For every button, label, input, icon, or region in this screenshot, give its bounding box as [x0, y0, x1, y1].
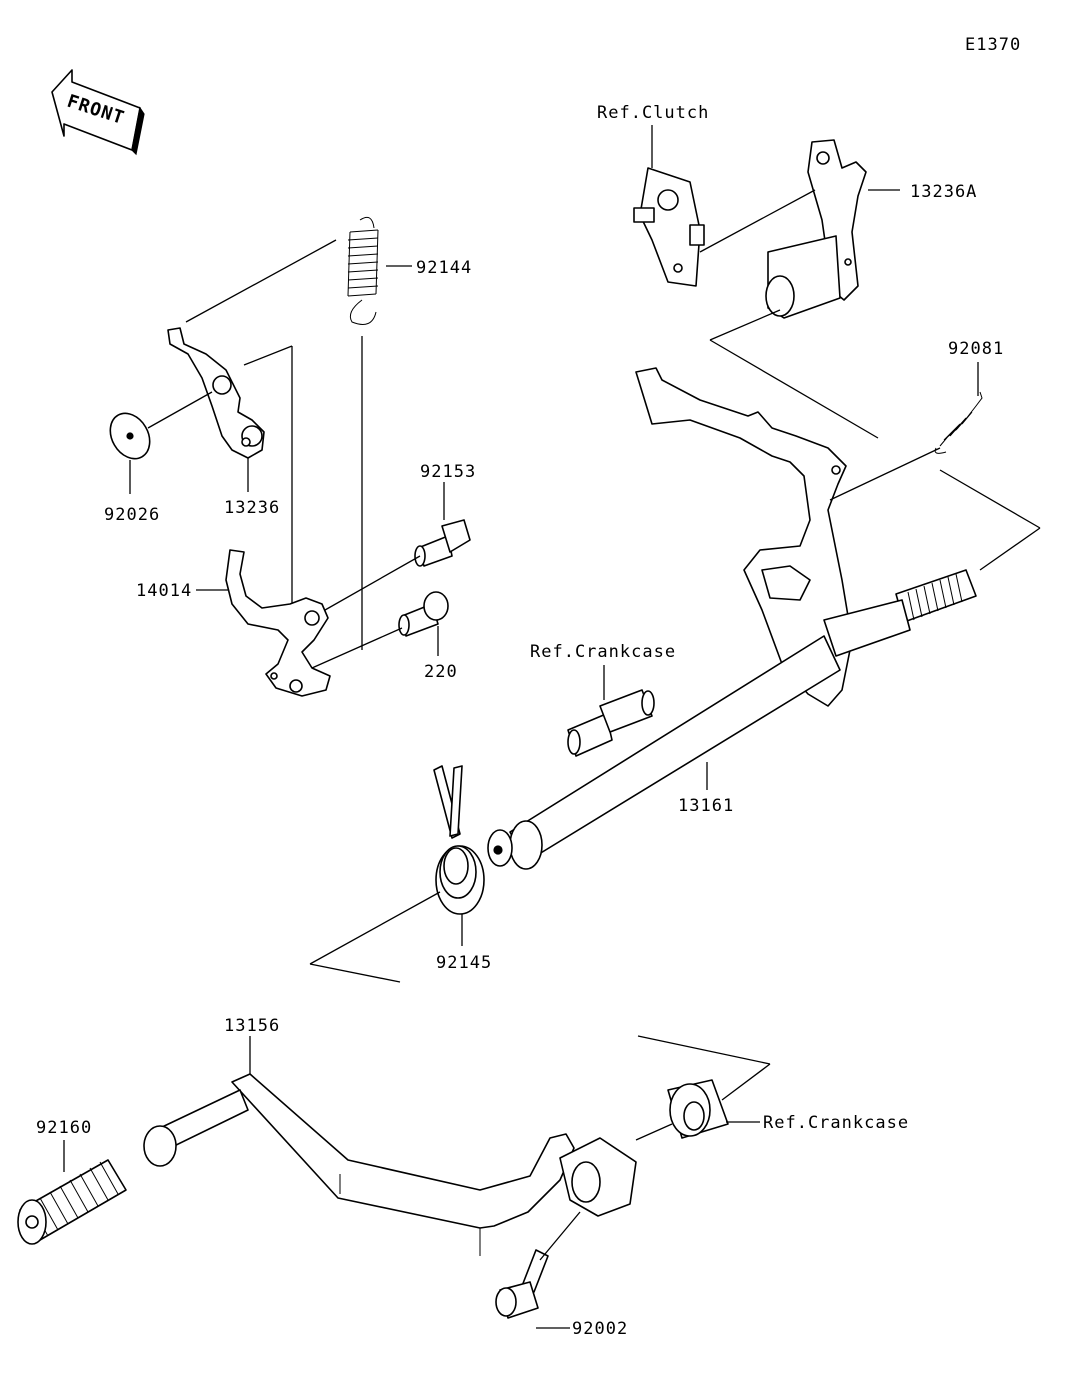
ref-clutch-label: Ref.Clutch [597, 103, 709, 123]
bolt-92153-part [414, 519, 471, 567]
lever-14014-part [225, 549, 331, 697]
bolt-220-part [398, 591, 449, 637]
shift-shaft-13161-part [487, 367, 977, 870]
part-220-label: 220 [424, 662, 458, 682]
spring-92144-part [347, 216, 379, 325]
part-13236-label: 13236 [224, 498, 280, 518]
collar-crankcase-part [667, 1079, 729, 1139]
part-92144-label: 92144 [416, 258, 472, 278]
shift-pedal-13156-part [143, 1073, 637, 1256]
part-13161-label: 13161 [678, 796, 734, 816]
front-arrow-icon: FRONT [51, 69, 145, 156]
clutch-lever-part [633, 167, 705, 287]
bolt-92002-part [495, 1249, 549, 1319]
shift-arm-13236A-part [765, 139, 867, 319]
part-92153-label: 92153 [420, 462, 476, 482]
ref-crankcase-lower-label: Ref.Crankcase [763, 1113, 909, 1133]
part-13156-label: 13156 [224, 1016, 280, 1036]
spring-92145-part [433, 765, 485, 915]
part-92002-label: 92002 [572, 1319, 628, 1339]
part-92160-label: 92160 [36, 1118, 92, 1138]
part-14014-label: 14014 [136, 581, 192, 601]
part-92081-label: 92081 [948, 339, 1004, 359]
spring-92081-part [934, 391, 983, 454]
ref-crankcase-upper-label: Ref.Crankcase [530, 642, 676, 662]
part-92026-label: 92026 [104, 505, 160, 525]
rubber-92160-part [17, 1159, 127, 1245]
part-13236A-label: 13236A [910, 182, 977, 202]
shift-lever-13236-part [167, 327, 265, 459]
crankcase-bolt-upper-part [567, 689, 655, 757]
diagram-code: E1370 [965, 35, 1021, 55]
part-92145-label: 92145 [436, 953, 492, 973]
washer-92026-part [109, 412, 151, 460]
